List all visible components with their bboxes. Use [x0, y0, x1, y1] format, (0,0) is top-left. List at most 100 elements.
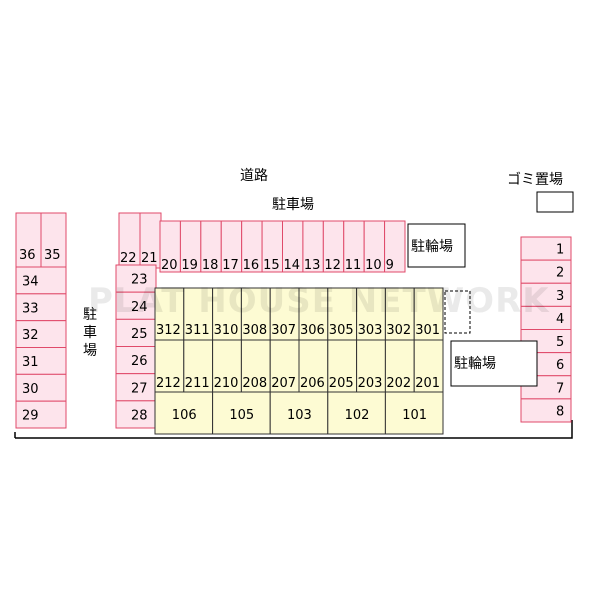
parking-space-17: 17	[222, 258, 239, 273]
unit-101: 101	[402, 408, 427, 423]
parking-space-15: 15	[263, 258, 280, 273]
parking-space-23-cell	[115, 264, 157, 293]
unit-212: 212	[156, 376, 181, 391]
parking-space-23: 23	[131, 273, 148, 288]
parking-space-28: 28	[131, 408, 148, 423]
parking-space-31: 31	[22, 355, 39, 370]
parking-space-34-cell	[15, 266, 67, 295]
unit-311: 311	[185, 323, 210, 338]
parking-space-8: 8	[556, 404, 564, 419]
parking-space-32-cell	[15, 320, 67, 348]
parking-space-18: 18	[202, 258, 219, 273]
parking-left-label-2: 車	[83, 324, 97, 341]
parking-space-35-cell	[40, 212, 67, 268]
parking-space-8-cell	[520, 398, 572, 423]
parking-space-21: 21	[141, 251, 158, 266]
parking-space-27: 27	[131, 381, 148, 396]
parking-space-19: 19	[181, 258, 198, 273]
parking-space-3: 3	[556, 289, 564, 304]
parking-space-2: 2	[556, 266, 564, 281]
unit-105: 105	[229, 408, 254, 423]
unit-312-cell	[154, 287, 185, 341]
unit-310: 310	[214, 323, 239, 338]
unit-308: 308	[242, 323, 267, 338]
unit-208-cell	[240, 339, 271, 393]
parking-space-26: 26	[131, 354, 148, 369]
unit-205: 205	[329, 376, 354, 391]
parking-space-14: 14	[284, 258, 301, 273]
parking-top-label: 駐車場	[272, 196, 314, 213]
unit-206: 206	[300, 376, 325, 391]
bike-parking-top-label: 駐輪場	[411, 238, 453, 255]
unit-302: 302	[386, 323, 411, 338]
parking-space-30-cell	[15, 373, 67, 402]
bike-parking-right-box	[450, 340, 538, 387]
parking-space-22: 22	[120, 251, 137, 266]
parking-space-28-cell	[115, 400, 157, 429]
unit-101-cell	[384, 391, 444, 435]
parking-space-6: 6	[556, 358, 564, 373]
parking-space-32: 32	[22, 328, 39, 343]
unit-206-cell	[298, 339, 329, 393]
parking-space-34: 34	[22, 274, 39, 289]
parking-space-20: 20	[161, 258, 178, 273]
parking-space-29-cell	[15, 400, 67, 429]
unit-307-cell	[269, 287, 300, 341]
unit-306: 306	[300, 323, 325, 338]
unit-201: 201	[415, 376, 440, 391]
unit-301-cell	[413, 287, 444, 341]
unit-102: 102	[345, 408, 370, 423]
parking-space-16: 16	[243, 258, 260, 273]
parking-space-31-cell	[15, 347, 67, 375]
parking-space-29: 29	[22, 409, 39, 424]
unit-203: 203	[358, 376, 383, 391]
unit-210-cell	[212, 339, 242, 393]
parking-space-26-cell	[115, 346, 157, 375]
unit-212-cell	[154, 339, 185, 393]
parking-space-24: 24	[131, 300, 148, 315]
site-labels: 道路 駐車場 駐 車 場 駐輪場 駐輪場 ゴミ置場 PLAT HOUSE NET…	[83, 168, 574, 387]
unit-103-cell	[269, 391, 329, 435]
site-boundary	[14, 420, 573, 439]
garbage-area-box	[536, 191, 574, 213]
bike-parking-top-box	[407, 223, 466, 268]
unit-106: 106	[172, 408, 197, 423]
parking-left-label-3: 場	[83, 343, 97, 359]
unit-307: 307	[271, 323, 296, 338]
parking-left-label-1: 駐	[83, 307, 97, 323]
bike-parking-right-label: 駐輪場	[454, 355, 496, 372]
parking-space-33-cell	[15, 293, 67, 322]
unit-202: 202	[386, 376, 411, 391]
unit-306-cell	[298, 287, 329, 341]
unit-207: 207	[271, 376, 296, 391]
unit-201-cell	[413, 339, 444, 393]
parking-space-9: 9	[386, 258, 394, 273]
parking-space-4: 4	[556, 312, 564, 327]
parking-space-12: 12	[324, 258, 341, 273]
parking-space-30: 30	[22, 382, 39, 397]
parking-space-10: 10	[365, 258, 382, 273]
parking-space-9-cell	[384, 220, 406, 273]
watermark: PLAT HOUSE NETWORK	[88, 281, 550, 321]
unit-211: 211	[185, 376, 210, 391]
unit-305: 305	[329, 323, 354, 338]
parking-space-5: 5	[556, 335, 564, 350]
unit-103: 103	[287, 408, 312, 423]
unit-312: 312	[156, 323, 181, 338]
parking-space-36: 36	[19, 248, 36, 263]
bike-parking-dashed-box	[444, 290, 471, 334]
parking-space-35: 35	[44, 248, 61, 263]
road-label: 道路	[240, 168, 268, 184]
parking-space-11: 11	[345, 258, 362, 273]
unit-303: 303	[358, 323, 383, 338]
unit-210: 210	[214, 376, 239, 391]
garbage-area-label: ゴミ置場	[507, 171, 563, 188]
parking-space-13: 13	[304, 258, 321, 273]
parking-space-33: 33	[22, 301, 39, 316]
parking-space-25: 25	[131, 327, 148, 342]
unit-301: 301	[415, 323, 440, 338]
unit-311-cell	[183, 287, 214, 341]
